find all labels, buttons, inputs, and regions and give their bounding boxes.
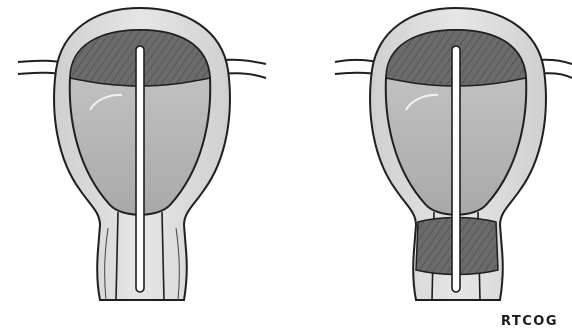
probe (452, 46, 460, 292)
credit-label: RTCOG (501, 314, 558, 329)
left-uterus (18, 8, 266, 300)
right-uterus (335, 8, 572, 300)
probe (136, 46, 144, 292)
